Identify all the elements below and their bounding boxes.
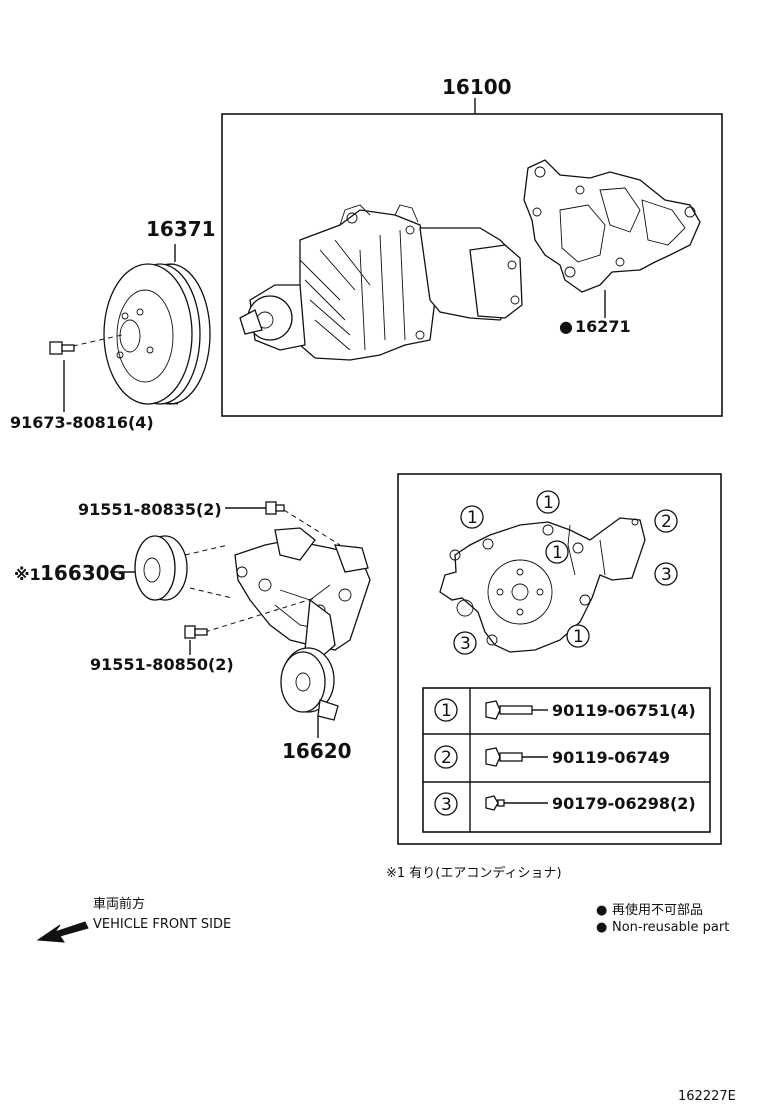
label-bolt-lower[interactable]: 91551-80850(2) bbox=[90, 655, 234, 674]
nonreusable-dot-gasket: ● bbox=[559, 317, 573, 336]
bolt-table-mark: 3 bbox=[441, 795, 452, 815]
diagram-code: 162227E bbox=[678, 1089, 736, 1104]
bolt-table-row-1[interactable]: 1 90119-06751(4) bbox=[434, 698, 696, 722]
legend-nonreusable-en: Non-reusable part bbox=[612, 920, 729, 935]
water-pump-drawing bbox=[239, 204, 523, 361]
label-gasket[interactable]: 16271 bbox=[575, 317, 631, 336]
pulley-drawing bbox=[103, 263, 211, 405]
label-pulley-bolt[interactable]: 91673-80816(4) bbox=[10, 413, 154, 432]
pump-rear-view-drawing bbox=[439, 517, 646, 653]
front-label-en: VEHICLE FRONT SIDE bbox=[93, 917, 231, 932]
svg-text:1: 1 bbox=[467, 508, 478, 528]
svg-text:1: 1 bbox=[552, 543, 563, 563]
marker-2a: 2 bbox=[654, 509, 678, 533]
tensioner-bracket-drawing bbox=[234, 527, 371, 661]
bolt-table-mark: 2 bbox=[441, 748, 452, 768]
bolt-location-frame bbox=[397, 473, 722, 845]
marker-3a: 3 bbox=[654, 562, 678, 586]
legend-dot-jp: ● bbox=[596, 903, 607, 918]
svg-text:1: 1 bbox=[543, 493, 554, 513]
svg-text:3: 3 bbox=[661, 565, 672, 585]
bolt-table-part[interactable]: 90179-06298(2) bbox=[552, 794, 696, 813]
bolt-table-part[interactable]: 90119-06749 bbox=[552, 748, 670, 767]
ac-note: ※1 有り(エアコンディショナ) bbox=[386, 865, 562, 881]
label-idler-pulley[interactable]: 16630G bbox=[40, 561, 126, 585]
bolt-table-mark: 1 bbox=[441, 701, 452, 721]
bolt-table-part[interactable]: 90119-06751(4) bbox=[552, 701, 696, 720]
label-ac-mark: ※1 bbox=[14, 565, 41, 584]
tensioner-pulley-drawing bbox=[280, 647, 339, 721]
marker-1a: 1 bbox=[460, 505, 484, 529]
svg-text:2: 2 bbox=[661, 512, 672, 532]
marker-1d: 1 bbox=[566, 624, 590, 648]
marker-1c: 1 bbox=[545, 540, 569, 564]
label-pulley[interactable]: 16371 bbox=[146, 217, 216, 241]
pulley-bolt-drawing bbox=[49, 341, 75, 355]
bolt-lower-drawing bbox=[184, 625, 208, 639]
marker-1b: 1 bbox=[536, 490, 560, 514]
gasket-drawing bbox=[523, 159, 701, 293]
bolt-table bbox=[422, 687, 711, 833]
label-bolt-upper[interactable]: 91551-80835(2) bbox=[78, 500, 222, 519]
marker-3b: 3 bbox=[453, 631, 477, 655]
bolt-table-row-2[interactable]: 2 90119-06749 bbox=[434, 745, 670, 769]
bolt-table-row-3[interactable]: 3 90179-06298(2) bbox=[434, 792, 696, 816]
legend-nonreusable-jp: 再使用不可部品 bbox=[612, 902, 703, 918]
front-label-jp: 車両前方 bbox=[93, 896, 145, 912]
label-tensioner[interactable]: 16620 bbox=[282, 739, 352, 763]
water-pump-assy-frame bbox=[221, 113, 723, 417]
legend-dot-en: ● bbox=[596, 920, 607, 935]
label-water-pump-assy[interactable]: 16100 bbox=[442, 75, 512, 99]
svg-text:3: 3 bbox=[460, 634, 471, 654]
vehicle-front-arrow-icon bbox=[36, 921, 89, 943]
idler-pulley-drawing bbox=[134, 535, 188, 601]
bolt-upper-drawing bbox=[265, 501, 285, 515]
svg-text:1: 1 bbox=[573, 627, 584, 647]
